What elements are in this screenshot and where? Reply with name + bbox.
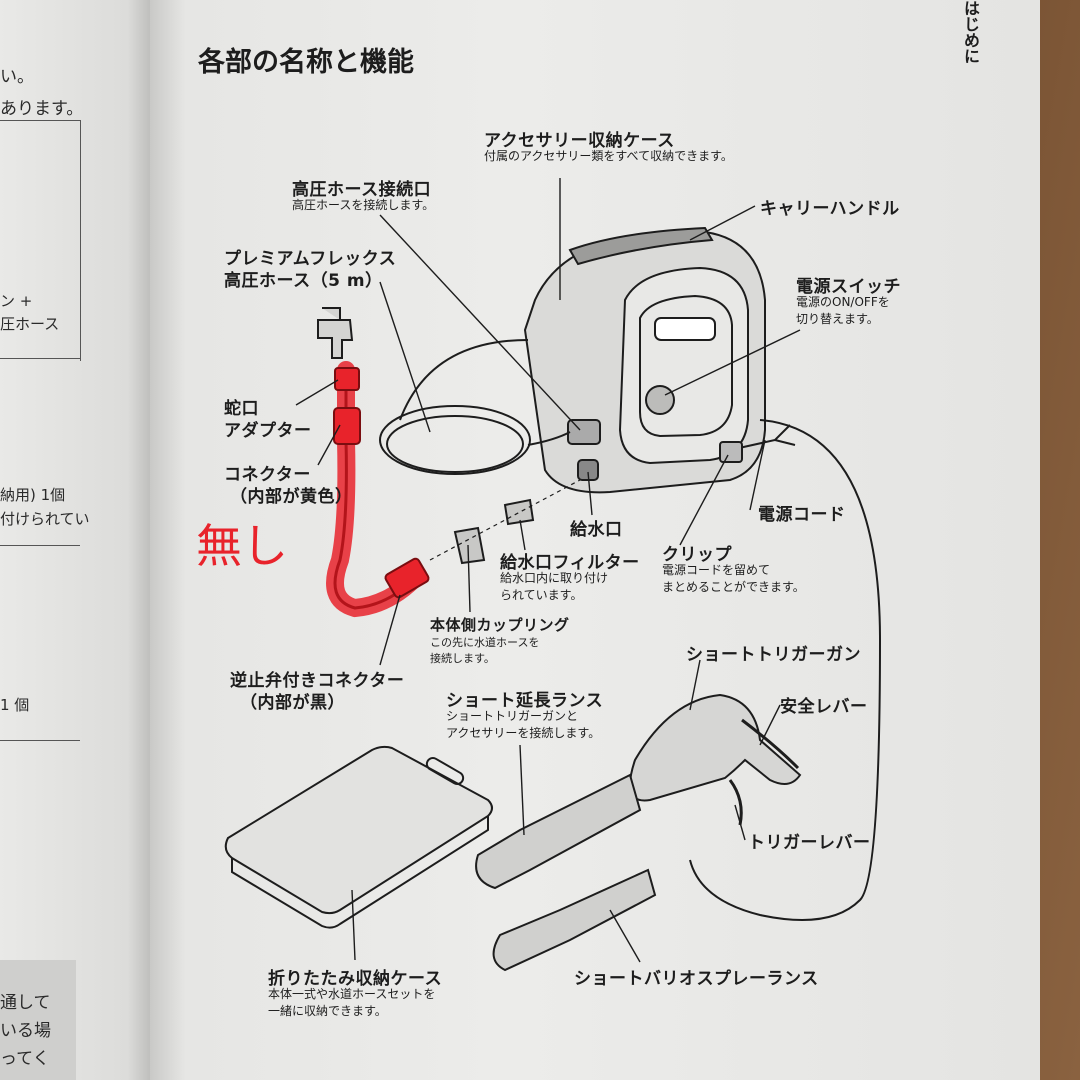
- desc-hp-hose-port: 高圧ホースを接続します。: [292, 198, 435, 212]
- check-valve-connector-part: [384, 557, 430, 599]
- desc-power-switch-2: 切り替えます。: [796, 312, 879, 326]
- left-page-line: あります。: [0, 99, 84, 119]
- desc-folding-case-2: 一緒に収納できます。: [268, 1004, 387, 1018]
- safety-lever-shape: [741, 718, 800, 770]
- label-connector-2: （内部が黄色）: [230, 487, 353, 507]
- left-page-line: ン +: [0, 292, 33, 310]
- faucet-adapter-part: [334, 367, 360, 391]
- label-connector: コネクター: [224, 465, 311, 485]
- connector-part: [333, 407, 361, 445]
- power-plug: [729, 424, 796, 451]
- annotation-none-text: 無し: [196, 519, 288, 573]
- carry-handle-grip: [654, 317, 716, 341]
- carry-handle: [568, 226, 714, 266]
- left-page-line: い。: [0, 67, 34, 87]
- label-water-inlet: 給水口: [570, 520, 623, 540]
- red-highlight-hose: [326, 361, 427, 618]
- leader-lines: [295, 178, 801, 963]
- label-power-cord: 電源コード: [758, 505, 846, 525]
- desc-inlet-filter: 給水口内に取り付け: [500, 571, 609, 585]
- label-power-switch: 電源スイッチ: [796, 277, 901, 297]
- faucet-icon: [317, 307, 354, 359]
- left-page-line: 付けられてい: [0, 510, 90, 528]
- page-title: 各部の名称と機能: [198, 47, 414, 78]
- body-coupling: [453, 526, 486, 565]
- short-trigger-gun: [629, 693, 802, 802]
- label-body-coupling: 本体側カップリング: [430, 616, 570, 634]
- desc-body-coupling: この先に水道ホースを: [430, 636, 540, 649]
- short-extension-lance: [475, 773, 642, 890]
- desc-power-switch: 電源のON/OFFを: [796, 295, 890, 309]
- label-faucet-adapter-2: アダプター: [224, 421, 312, 441]
- desc-clip-2: まとめることができます。: [662, 580, 805, 594]
- left-page-line: 1 個: [0, 696, 30, 714]
- hose-to-unit: [527, 431, 571, 446]
- divider: [0, 740, 80, 741]
- label-check-valve-connector-2: （内部が黒）: [240, 693, 345, 713]
- label-folding-case: 折りたたみ収納ケース: [268, 969, 443, 989]
- vario-spray-lance: [492, 868, 657, 972]
- desc-clip: 電源コードを留めて: [662, 563, 771, 577]
- label-accessory-case: アクセサリー収納ケース: [484, 131, 675, 151]
- cord-clip: [719, 441, 743, 463]
- left-page-line: 通して: [0, 993, 51, 1013]
- label-trigger-lever: トリガーレバー: [748, 833, 871, 853]
- label-carry-handle: キャリーハンドル: [760, 199, 900, 219]
- label-vario-spray-lance: ショートバリオスプレーランス: [574, 969, 819, 989]
- divider: [0, 358, 80, 359]
- hose-coil: [379, 405, 531, 475]
- label-short-trigger-gun: ショートトリガーガン: [686, 645, 861, 665]
- washer-inner-panel: [639, 294, 733, 438]
- divider: [0, 545, 80, 546]
- left-page-table-frame: [0, 120, 81, 361]
- label-clip: クリップ: [662, 545, 732, 565]
- desc-folding-case: 本体一式や水道ホースセットを: [268, 987, 436, 1001]
- desc-short-extension-lance: ショートトリガーガンと: [446, 709, 579, 723]
- left-page-note-box: [0, 960, 76, 1080]
- desc-accessory-case: 付属のアクセサリー類をすべて収納できます。: [484, 149, 733, 163]
- label-inlet-filter: 給水口フィルター: [500, 553, 640, 573]
- left-page-line: 圧ホース: [0, 315, 60, 333]
- label-short-extension-lance: ショート延長ランス: [446, 691, 604, 711]
- hp-hose-port-fitting: [567, 419, 601, 445]
- label-check-valve-connector: 逆止弁付きコネクター: [230, 671, 405, 691]
- left-page-line: ってく: [0, 1049, 50, 1069]
- desc-body-coupling-2: 接続します。: [430, 652, 495, 665]
- left-page-line: 納用) 1個: [0, 486, 66, 504]
- label-premium-hose-2: 高圧ホース（5 m）: [224, 271, 383, 291]
- power-switch-knob: [645, 385, 675, 415]
- label-hp-hose-port: 高圧ホース接続口: [292, 180, 432, 200]
- case-handle: [425, 757, 465, 785]
- power-cord-line: [689, 419, 882, 921]
- folding-storage-case: [224, 745, 493, 915]
- inlet-filter: [503, 498, 535, 526]
- water-inlet-fitting: [577, 459, 599, 481]
- power-cord-rear: [399, 339, 529, 421]
- label-faucet-adapter: 蛇口: [224, 399, 259, 419]
- left-page-line: いる場: [0, 1021, 51, 1041]
- left-page: い。 あります。 ン + 圧ホース 納用) 1個 付けられてい 1 個 通して …: [0, 0, 150, 1080]
- label-safety-lever: 安全レバー: [780, 697, 868, 717]
- washer-front-panel: [618, 266, 749, 465]
- desc-short-extension-lance-2: アクセサリーを接続します。: [446, 726, 601, 740]
- hose-coil: [386, 415, 524, 473]
- trigger-lever-shape: [728, 779, 743, 826]
- label-premium-hose: プレミアムフレックス: [224, 249, 397, 269]
- desc-inlet-filter-2: られています。: [500, 588, 583, 602]
